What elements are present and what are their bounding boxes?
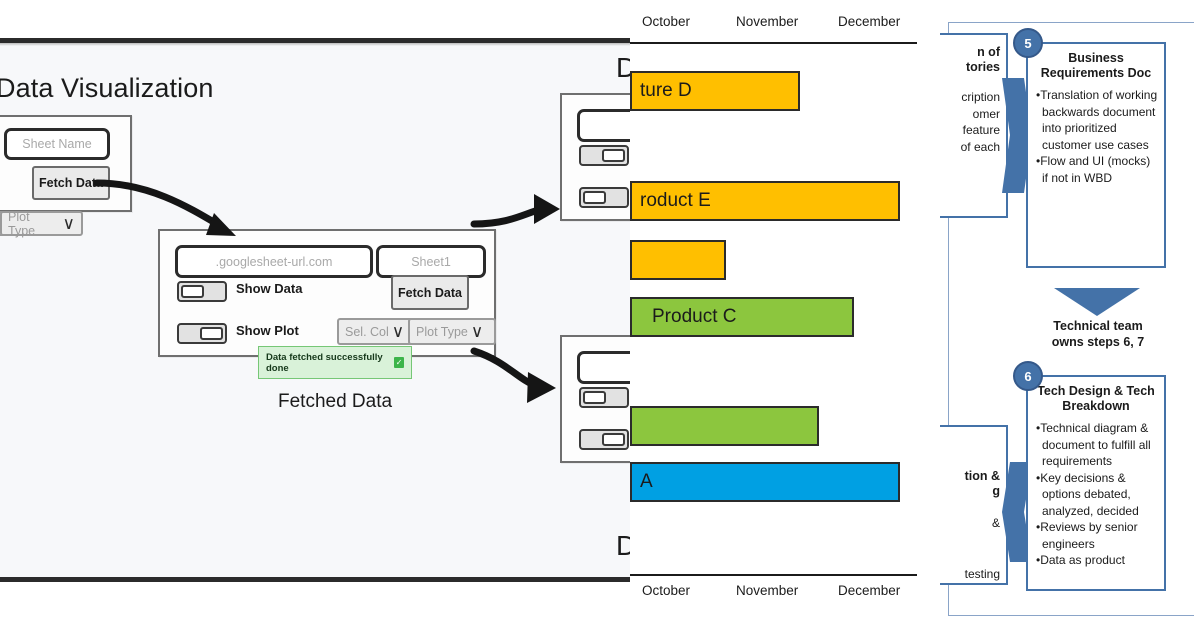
- flow-step-5-title: Business Requirements Doc: [1028, 44, 1164, 83]
- flow-partial-body-line4: of each: [960, 139, 1000, 154]
- show-data-toggle-top[interactable]: [579, 145, 629, 166]
- status-toast: Data fetched successfully done ✓: [258, 346, 412, 379]
- flow-step-6-bullet-4: Data as product: [1036, 552, 1158, 569]
- googlesheet-url-input[interactable]: .googlesheet-url.com: [175, 245, 373, 278]
- chevron-left-arrow-step6: [1002, 462, 1032, 562]
- show-data-toggle-bottom[interactable]: [579, 387, 629, 408]
- axis-tick-november-bottom: November: [736, 583, 799, 598]
- flow-step-6-bullet-3: Reviews by senior engineers: [1036, 519, 1158, 552]
- flow-step-5-bullet-2: Flow and UI (mocks) if not in WBD: [1036, 153, 1158, 186]
- gantt-bar-product-a: A: [630, 462, 900, 502]
- flow-note-line1: Technical team: [1053, 319, 1143, 333]
- axis-tick-november-top: November: [736, 14, 799, 29]
- flow-step-6-title-line2: Breakdown: [1062, 399, 1130, 413]
- flow-step-5-box: Business Requirements Doc Translation of…: [1026, 42, 1166, 268]
- axis-tick-october-bottom: October: [642, 583, 691, 598]
- show-plot-label: Show Plot: [236, 323, 299, 338]
- flow-note-line2: owns steps 6, 7: [1051, 335, 1145, 349]
- gantt-bar-product-c: Product C: [630, 297, 854, 337]
- gantt-top-axis-line: [630, 42, 917, 44]
- show-plot-toggle-bottom[interactable]: [579, 429, 629, 450]
- flow-outer-frame: [948, 22, 1194, 616]
- step-badge-6: 6: [1013, 361, 1043, 391]
- fetched-data-caption: Fetched Data: [278, 391, 393, 412]
- gantt-bar-unlabeled-green: [630, 406, 819, 446]
- gantt-bar-product-e: roduct E: [630, 181, 900, 221]
- show-plot-toggle[interactable]: [177, 323, 227, 344]
- gantt-bar-label: A: [640, 471, 653, 492]
- flow-step-partial-top: n of tories cription omer feature of eac…: [940, 33, 1008, 218]
- fetch-data-button-main[interactable]: Fetch Data: [391, 275, 469, 310]
- wireframe-card-main: .googlesheet-url.com Sheet1 Show Data Fe…: [158, 229, 496, 357]
- chevron-down-icon: ∨: [391, 322, 405, 341]
- flow-step-6-bullet-2: Key decisions & options debated, analyze…: [1036, 470, 1158, 520]
- flow-partial-body-line1: cription: [961, 90, 1000, 104]
- gantt-bar-label: Product C: [652, 306, 737, 327]
- flow-step-6-title: Tech Design & Tech Breakdown: [1028, 377, 1164, 416]
- gantt-bar-label: ture D: [640, 80, 692, 101]
- flow-step-6-title-line1: Tech Design & Tech: [1037, 384, 1155, 398]
- page-title: Data Visualization: [0, 73, 214, 103]
- plot-type-value: Plot Type: [416, 324, 468, 339]
- gantt-bar-label: roduct E: [640, 190, 711, 211]
- gantt-bar-feature-d: ture D: [630, 71, 800, 111]
- plot-type-dropdown-main[interactable]: Plot Type ∨: [408, 318, 496, 345]
- gantt-chart: October November December ture D roduct …: [630, 0, 940, 630]
- flow-step-6-bullet-1: Technical diagram & document to fulfill …: [1036, 420, 1158, 470]
- process-flow-panel: n of tories cription omer feature of eac…: [940, 0, 1200, 630]
- axis-tick-december-bottom: December: [838, 583, 901, 598]
- step-badge-5: 5: [1013, 28, 1043, 58]
- flow-step-6-box: Tech Design & Tech Breakdown Technical d…: [1026, 375, 1166, 591]
- flow-ownership-note: Technical team owns steps 6, 7: [1040, 318, 1156, 350]
- flow-step-5-bullets: Translation of working backwards documen…: [1028, 83, 1164, 186]
- show-data-toggle[interactable]: [177, 281, 227, 302]
- flow-partial-bottom-title-line1: tion &: [964, 469, 1000, 483]
- flow-step-6-bullets: Technical diagram & document to fulfill …: [1028, 416, 1164, 569]
- flow-partial-bottom-body-line2: testing: [964, 566, 1000, 581]
- select-column-value: Sel. Col: [345, 324, 389, 339]
- axis-tick-december-top: December: [838, 14, 901, 29]
- data-visualization-panel: Data Visualization Sheet Name Fetch Data…: [0, 38, 700, 582]
- flow-partial-bottom-title-line2: g: [992, 484, 1000, 498]
- flow-step-5-title-line1: Business: [1068, 51, 1124, 65]
- flow-partial-title-line2: tories: [965, 60, 1000, 74]
- show-plot-toggle-top[interactable]: [579, 187, 629, 208]
- gantt-top-axis-labels: October November December: [630, 14, 925, 34]
- plot-type-dropdown-back[interactable]: Plot Type ∨: [0, 209, 83, 238]
- gantt-bottom-axis-labels: October November December: [630, 583, 925, 603]
- flow-partial-title-line1: n of: [977, 45, 1000, 59]
- chevron-down-icon: ∨: [62, 214, 75, 233]
- flow-step-5-bullet-1: Translation of working backwards documen…: [1036, 87, 1158, 153]
- arrow-curve-2: [470, 205, 546, 228]
- select-column-dropdown-main[interactable]: Sel. Col ∨: [337, 318, 420, 345]
- sheet-name-input-main[interactable]: Sheet1: [376, 245, 486, 278]
- gantt-bottom-axis-line: [630, 574, 917, 576]
- flow-partial-body-line2: omer: [972, 106, 1000, 121]
- flow-partial-body-line3: feature: [962, 123, 1000, 137]
- gantt-bar-unlabeled-orange: [630, 240, 726, 280]
- check-mark-icon: ✓: [394, 357, 404, 368]
- axis-tick-october-top: October: [642, 14, 691, 29]
- flow-step-5-title-line2: Requirements Doc: [1040, 66, 1152, 80]
- plot-type-value: Plot Type: [8, 209, 36, 238]
- arrow-head-3: [527, 372, 556, 403]
- wireframe-card-back-left: Sheet Name Fetch Data l. Col ∨ Plot Type…: [0, 115, 132, 238]
- chevron-down-icon: ∨: [470, 322, 484, 341]
- down-arrow-between-steps: [1054, 288, 1140, 316]
- flow-partial-bottom-body-line1: &: [991, 516, 1000, 530]
- show-data-label: Show Data: [236, 281, 303, 296]
- chevron-right-arrow-step5: [1002, 78, 1032, 193]
- arrow-head-2: [534, 194, 560, 224]
- flow-step-partial-bottom: tion & g & testing: [940, 425, 1008, 585]
- sheet-name-input[interactable]: Sheet Name: [4, 128, 110, 160]
- fetch-data-button-back[interactable]: Fetch Data: [32, 166, 110, 200]
- status-toast-text: Data fetched successfully done: [266, 351, 383, 374]
